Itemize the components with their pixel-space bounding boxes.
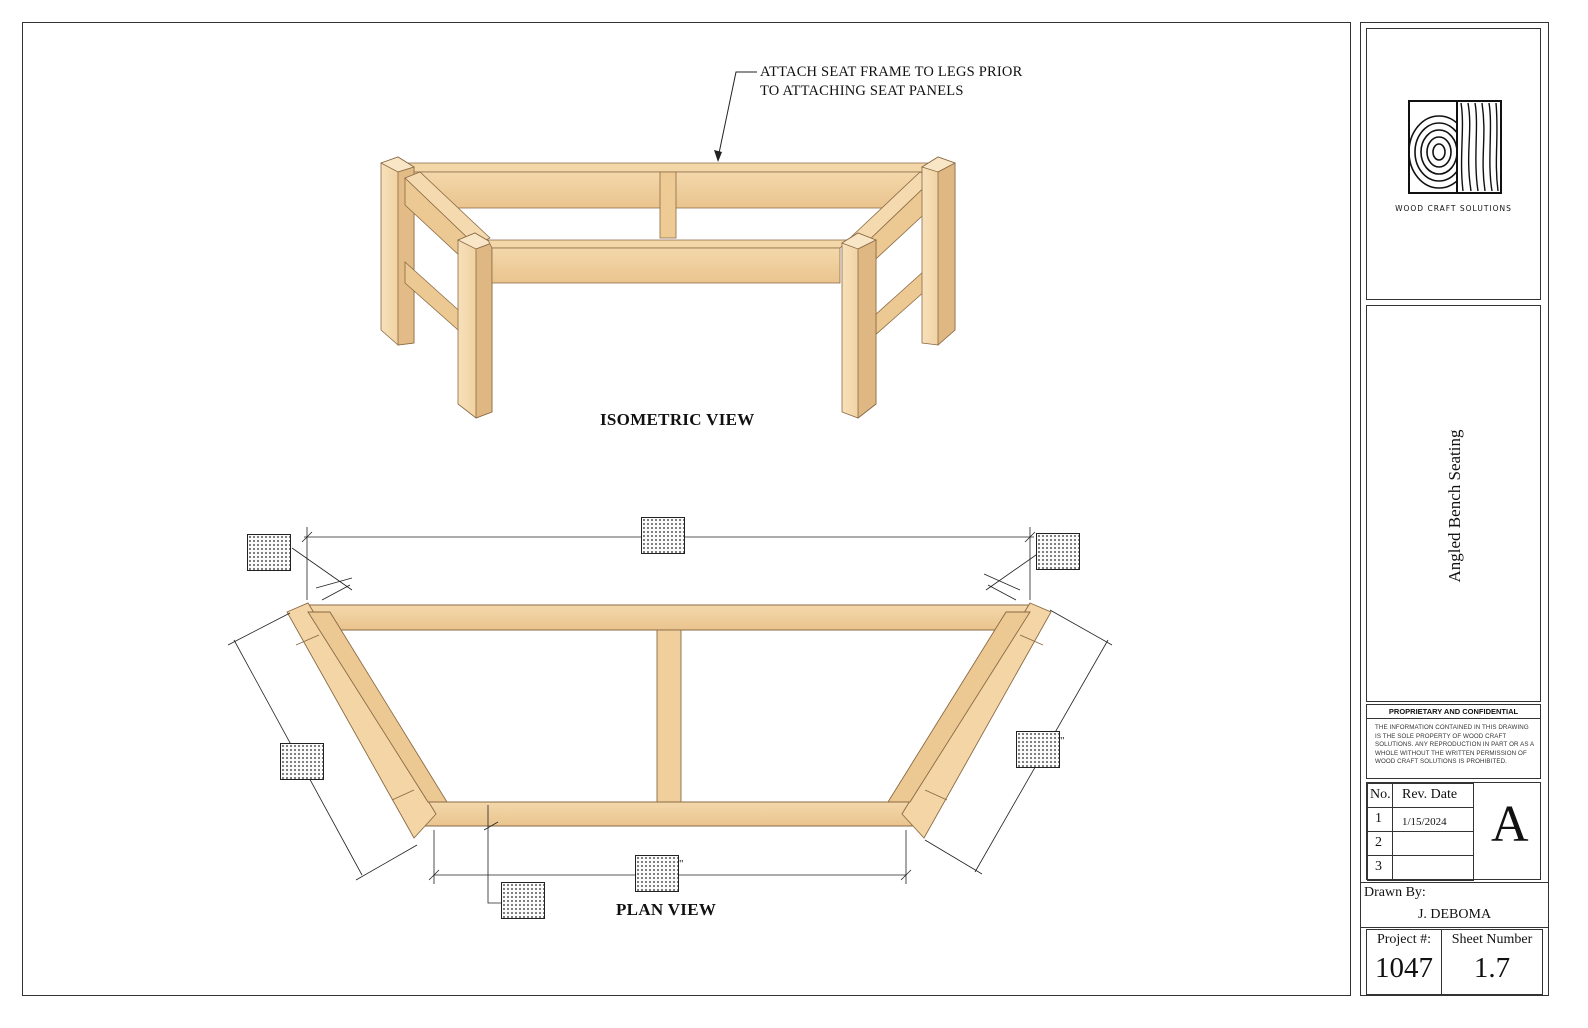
dimension-box-top-left — [247, 534, 291, 571]
annotation-leader — [714, 71, 757, 162]
revision-col-no: No. — [1370, 787, 1391, 802]
plan-view-label: PLAN VIEW — [616, 900, 717, 919]
dimension-box-bottom-overall — [635, 855, 679, 892]
isometric-bench — [380, 156, 956, 419]
dimension-box-left-angled — [280, 743, 324, 780]
wood-grain-logo-icon — [1408, 100, 1502, 194]
sheet-number-panel: Sheet Number 1.7 — [1441, 929, 1543, 995]
project-number-label: Project #: — [1376, 932, 1432, 947]
revision-row-1-date: 1/15/2024 — [1402, 816, 1447, 828]
revision-row-1-no: 1 — [1375, 811, 1382, 826]
project-number-panel: Project #: 1047 — [1366, 929, 1442, 995]
company-name: WOOD CRAFT SOLUTIONS — [1395, 204, 1512, 213]
drawn-by-label: Drawn By: — [1364, 885, 1426, 900]
seat-frame-note-line1: ATTACH SEAT FRAME TO LEGS PRIOR — [760, 64, 1023, 80]
drawing-title: Angled Bench Seating — [1445, 429, 1464, 583]
drawn-by-panel: Drawn By: J. DEBOMA — [1360, 882, 1549, 928]
revision-row-3-no: 3 — [1375, 859, 1382, 874]
confidential-heading: PROPRIETARY AND CONFIDENTIAL — [1388, 707, 1519, 716]
revision-table: No. Rev. Date 1 1/15/2024 2 3 A — [1366, 782, 1541, 881]
dimension-box-top-right — [1036, 533, 1080, 570]
bottom-inch-mark: " — [679, 858, 684, 870]
drawing-area — [22, 22, 1351, 996]
logo-panel: WOOD CRAFT SOLUTIONS — [1366, 28, 1541, 300]
dimension-box-right-angled — [1016, 731, 1060, 768]
sheet-number-label: Sheet Number — [1451, 932, 1533, 947]
dimension-box-top-overall — [641, 517, 685, 554]
sheet-number: 1.7 — [1473, 952, 1511, 984]
drawing-title-panel: Angled Bench Seating — [1366, 305, 1541, 702]
seat-frame-note: ATTACH SEAT FRAME TO LEGS PRIOR TO ATTAC… — [760, 63, 1022, 101]
project-number: 1047 — [1375, 952, 1433, 984]
isometric-view-label: ISOMETRIC VIEW — [600, 410, 755, 429]
drawn-by-name: J. DEBOMA — [1417, 907, 1492, 922]
revision-col-date: Rev. Date — [1402, 787, 1458, 802]
seat-frame-note-line2: TO ATTACHING SEAT PANELS — [760, 83, 964, 99]
dimension-box-bottom-leader — [501, 882, 545, 919]
plan-bench — [286, 602, 1052, 839]
right-angled-inch-mark: " — [1060, 735, 1065, 747]
confidential-panel: PROPRIETARY AND CONFIDENTIAL THE INFORMA… — [1366, 704, 1541, 779]
revision-letter: A — [1491, 796, 1529, 853]
revision-row-2-no: 2 — [1375, 835, 1382, 850]
confidential-body: THE INFORMATION CONTAINED IN THIS DRAWIN… — [1375, 724, 1534, 765]
